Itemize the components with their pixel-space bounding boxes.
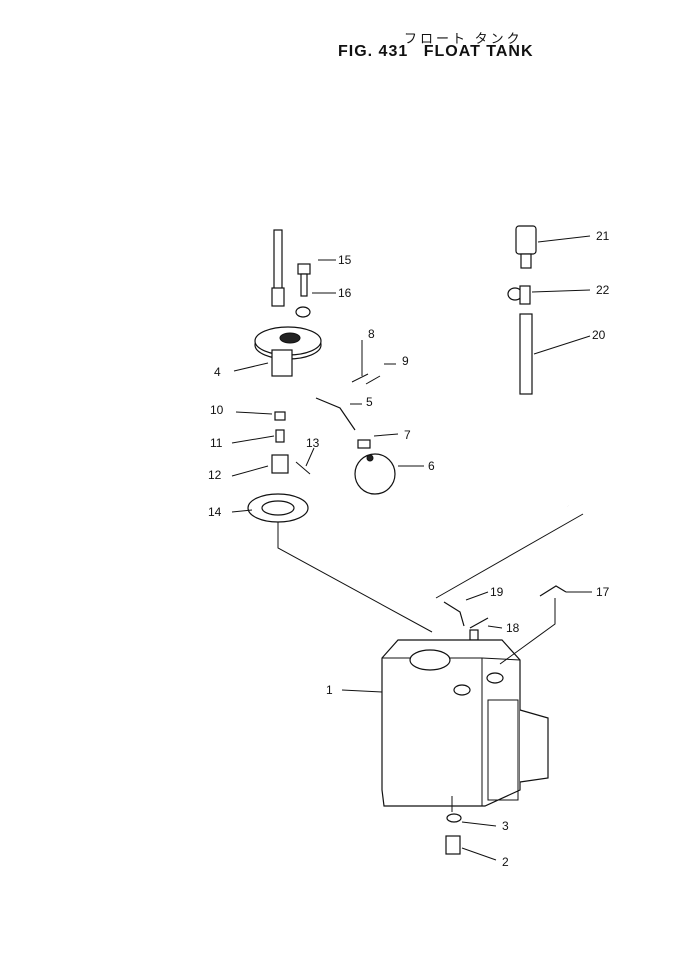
callout-12: 12 (208, 468, 222, 482)
part-18-tee (469, 617, 489, 641)
callout-7: 7 (404, 428, 411, 442)
callout-22: 22 (596, 283, 610, 297)
part-22-clip (507, 285, 531, 305)
callout-1: 1 (326, 683, 333, 697)
part-5-arm (315, 397, 356, 431)
title-kana: フロート タンク (404, 31, 523, 46)
part-19-elbow (443, 601, 465, 627)
part-13-screw (295, 461, 311, 475)
callout-19: 19 (490, 585, 504, 599)
callout-9: 9 (402, 354, 409, 368)
assembly-lines (277, 513, 584, 812)
callout-5: 5 (366, 395, 373, 409)
part-16-washer (295, 306, 311, 318)
part-11-sleeve (275, 429, 285, 443)
callout-13: 13 (306, 436, 320, 450)
part-1-tank (381, 639, 549, 807)
part-20-hose (519, 313, 570, 510)
leader-lines (231, 235, 592, 861)
part-7-nut (357, 439, 371, 449)
callout-17: 17 (596, 585, 610, 599)
figure-name: FLOAT TANK (423, 43, 534, 60)
part-4-flange (254, 326, 322, 377)
part-10-nut (274, 411, 286, 421)
callout-10: 10 (210, 403, 224, 417)
part-9-pin (365, 375, 381, 385)
part-3-gasket (446, 813, 462, 823)
part-2-plug (445, 835, 461, 855)
callout-3: 3 (502, 819, 509, 833)
part-17-elbow (539, 585, 567, 597)
figure-title: FIG. 431 FLOAT TANK (338, 43, 544, 61)
part-6-float-ball (354, 453, 396, 495)
callout-2: 2 (502, 855, 509, 869)
part-rod (271, 229, 285, 307)
part-8-pin (351, 373, 369, 383)
callout-8: 8 (368, 327, 375, 341)
callout-20: 20 (592, 328, 606, 342)
callout-14: 14 (208, 505, 222, 519)
figure-number: FIG. 431 (338, 43, 409, 60)
part-14-gasket (247, 493, 309, 523)
callout-18: 18 (506, 621, 520, 635)
callout-15: 15 (338, 253, 352, 267)
part-15-bolt (297, 263, 311, 297)
callout-16: 16 (338, 286, 352, 300)
part-21-sensor (515, 225, 537, 269)
callout-6: 6 (428, 459, 435, 473)
callout-21: 21 (596, 229, 610, 243)
callout-11: 11 (210, 436, 223, 450)
part-12-clamp (271, 454, 289, 474)
callout-4: 4 (214, 365, 221, 379)
